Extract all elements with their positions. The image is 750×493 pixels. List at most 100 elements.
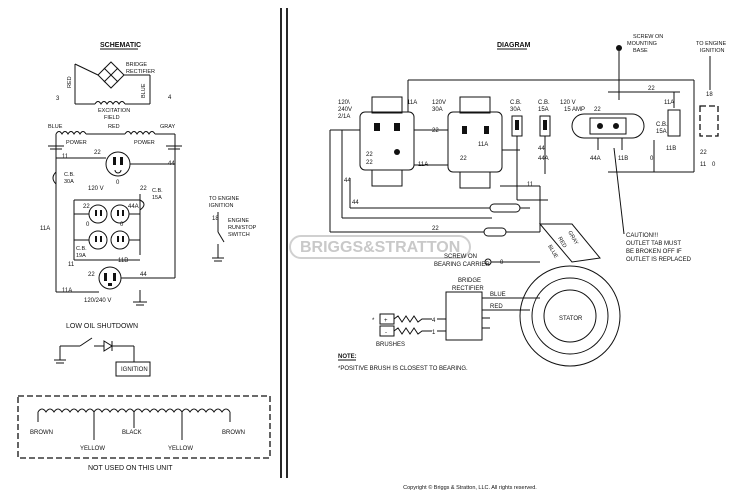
duplex-bottom-left bbox=[88, 230, 108, 250]
excitation-label-1: EXCITATION bbox=[98, 108, 130, 114]
duplex-bottom-right bbox=[110, 230, 130, 250]
copyright: Copyright © Briggs & Stratton, LLC. All … bbox=[403, 484, 537, 491]
power-label-right: POWER bbox=[134, 140, 155, 146]
coil-label-brown-2: BROWN bbox=[222, 430, 245, 436]
note-title: NOTE: bbox=[338, 354, 357, 360]
not-used-box bbox=[17, 395, 271, 459]
rec240-label-2: 240V bbox=[338, 107, 352, 113]
cb-15a-right-2 bbox=[667, 109, 681, 137]
low-oil-title: LOW OIL SHUTDOWN bbox=[66, 323, 138, 330]
cb15-wire-44a: 44A bbox=[538, 156, 549, 162]
rec240-wire-22: 22 bbox=[366, 152, 373, 158]
receptacle-120v bbox=[105, 151, 131, 177]
not-used-label: NOT USED ON THIS UNIT bbox=[88, 465, 173, 472]
rec240-wire-22b: 22 bbox=[366, 160, 373, 166]
wire-0-label: 0 bbox=[116, 180, 120, 186]
ignition-label: IGNITION bbox=[121, 367, 148, 373]
brush-wire-1: 1 bbox=[432, 330, 436, 336]
right-engine-ignition-2: IGNITION bbox=[700, 48, 724, 54]
rec240-wire-11a: 11A bbox=[407, 100, 417, 106]
bridge-rectifier-label-1: BRIDGE bbox=[126, 62, 147, 68]
rec15-wire-44a: 44A bbox=[590, 156, 601, 162]
note-text: *POSITIVE BRUSH IS CLOSEST TO BEARING. bbox=[338, 366, 468, 372]
rec15-wire-11b: 11B bbox=[618, 156, 628, 162]
receptacle-120v-15a bbox=[571, 113, 645, 139]
cb30-wire-11: 11 bbox=[527, 182, 534, 188]
wire-11b-label: 11B bbox=[118, 258, 128, 264]
screw-mounting-label-2: MOUNTING bbox=[627, 41, 657, 47]
cb15-label-2: 15A bbox=[152, 195, 162, 201]
cb30-label-2: 30A bbox=[64, 179, 74, 185]
right-wire-18: 18 bbox=[706, 92, 713, 98]
wire-22-label-b: 22 bbox=[140, 186, 147, 192]
connector-2 bbox=[483, 227, 507, 237]
cb19-label-2: 19A bbox=[76, 253, 86, 259]
rectifier-blue-label: BLUE bbox=[490, 292, 506, 298]
right-wire-0-a: 0 bbox=[712, 162, 716, 168]
cb30-right-label-1: C.B. bbox=[510, 100, 522, 106]
cb15r-label-2: 15A bbox=[656, 129, 667, 135]
right-bridge-label-1: BRIDGE bbox=[458, 278, 481, 284]
coil-label-black: BLACK bbox=[122, 430, 142, 436]
diagram: BRIGGS&STRATTON DIAGRAM SCREW ON MOUNTIN… bbox=[289, 34, 726, 372]
blue-power-label: BLUE bbox=[48, 124, 63, 130]
connector-1 bbox=[489, 203, 521, 213]
svg-text:+: + bbox=[384, 318, 388, 324]
right-wire-22-top: 22 bbox=[648, 86, 655, 92]
cb15r-wire-0: 0 bbox=[650, 156, 654, 162]
rectifier-red-label: RED bbox=[490, 304, 503, 310]
wire-4-label: 4 bbox=[168, 95, 172, 101]
brush-negative bbox=[379, 325, 395, 337]
right-engine-ignition-1: TO ENGINE bbox=[696, 41, 726, 47]
bundle-wire-44-a: 44 bbox=[344, 178, 351, 184]
cb15r-wire-11a: 11A bbox=[664, 100, 674, 106]
wire-11-label-b: 11 bbox=[68, 262, 75, 268]
wire-0-label-c: 0 bbox=[120, 222, 124, 228]
cb15-right-label-1: C.B. bbox=[538, 100, 550, 106]
rec30-wire-22: 22 bbox=[432, 128, 439, 134]
wire-44a-label: 44A bbox=[128, 204, 139, 210]
right-wire-11-a: 11 bbox=[700, 162, 707, 168]
engine-ignition-label-2: IGNITION bbox=[209, 203, 233, 209]
power-coil-left bbox=[55, 131, 87, 135]
wire-22-label-d: 22 bbox=[88, 272, 95, 278]
gray-label: GRAY bbox=[160, 124, 176, 130]
cb15-right-label-2: 15A bbox=[538, 107, 549, 113]
svg-text:-: - bbox=[385, 330, 387, 336]
power-coil-right bbox=[124, 131, 156, 135]
stator-gray-label: GRAY bbox=[566, 230, 579, 246]
screw-mounting-label-3: BASE bbox=[633, 48, 648, 54]
engine-switch-label-3: SWITCH bbox=[228, 232, 250, 238]
bridge-rectifier-label-2: RECTIFIER bbox=[126, 69, 155, 75]
stator-blue-label: BLUE bbox=[546, 244, 559, 260]
rec15-wire-22: 22 bbox=[594, 107, 601, 113]
cb15r-label-1: C.B. bbox=[656, 122, 668, 128]
wire-11-label: 11 bbox=[62, 154, 69, 160]
blue-label: BLUE bbox=[141, 83, 147, 98]
cb15-label-1: C.B. bbox=[152, 188, 163, 194]
ignition-box bbox=[115, 361, 151, 377]
wire-22-label-c: 22 bbox=[83, 204, 90, 210]
bridge-rectifier-symbol bbox=[97, 61, 125, 89]
rec240-label-1: 120\ bbox=[338, 100, 350, 106]
engine-switch-label-2: RUN/STOP bbox=[228, 225, 257, 231]
wire-0-label-b: 0 bbox=[86, 222, 90, 228]
v120-240-label: 120/240 V bbox=[84, 298, 111, 304]
bearing-label-1: SCREW ON bbox=[444, 254, 477, 260]
caution-line-3: BE BROKEN OFF IF bbox=[626, 249, 682, 255]
duplex-top-left bbox=[88, 204, 108, 224]
wire-18-label: 18 bbox=[212, 216, 219, 222]
asterisk: * bbox=[372, 318, 375, 324]
engine-ignition-label-1: TO ENGINE bbox=[209, 196, 239, 202]
screw-mounting-label-1: SCREW ON bbox=[633, 34, 663, 40]
power-label-left: POWER bbox=[66, 140, 87, 146]
low-oil-switch bbox=[79, 337, 93, 347]
rec240-top-tab bbox=[371, 96, 403, 114]
rec30-label-2: 30A bbox=[432, 107, 443, 113]
bridge-rectifier-box bbox=[445, 291, 483, 341]
coil-label-brown-1: BROWN bbox=[30, 430, 53, 436]
cb-30a-symbol bbox=[52, 171, 57, 185]
wire-11a-label-b: 11A bbox=[62, 288, 72, 294]
brush-wire-4: 4 bbox=[432, 318, 436, 324]
schematic: SCHEMATIC BRIDGE RECTIFIER RED BLUE 3 4 … bbox=[17, 42, 271, 472]
